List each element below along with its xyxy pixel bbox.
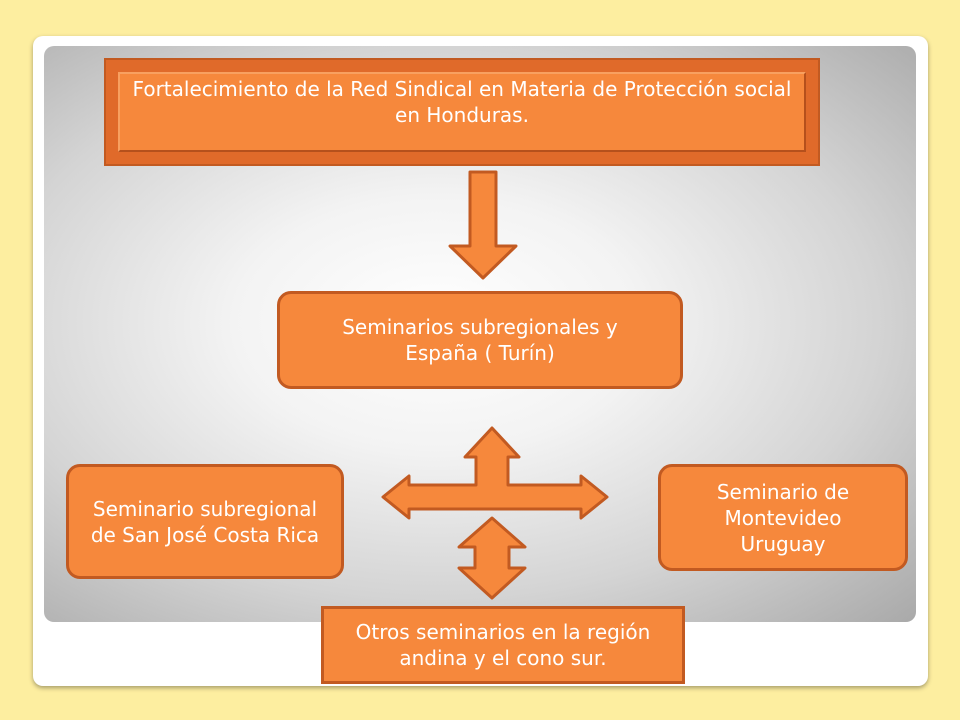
title-box-text: Fortalecimiento de la Red Sindical en Ma…	[132, 77, 792, 127]
right-box-text: Seminario de Montevideo Uruguay	[716, 479, 850, 556]
four-way-arrow-icon	[381, 426, 609, 520]
right-box: Seminario de Montevideo Uruguay	[658, 464, 908, 571]
left-box: Seminario subregional de San José Costa …	[66, 464, 344, 579]
left-box-text: Seminario subregional de San José Costa …	[90, 496, 320, 547]
bottom-box: Otros seminarios en la región andina y e…	[321, 606, 685, 684]
bottom-box-text: Otros seminarios en la región andina y e…	[355, 620, 651, 670]
title-box: Fortalecimiento de la Red Sindical en Ma…	[104, 58, 820, 166]
double-arrow-vertical-icon	[457, 516, 527, 600]
center-box-text: Seminarios subregionales y España ( Turí…	[342, 315, 618, 365]
arrow-down-icon	[448, 170, 518, 280]
center-box: Seminarios subregionales y España ( Turí…	[277, 291, 683, 389]
